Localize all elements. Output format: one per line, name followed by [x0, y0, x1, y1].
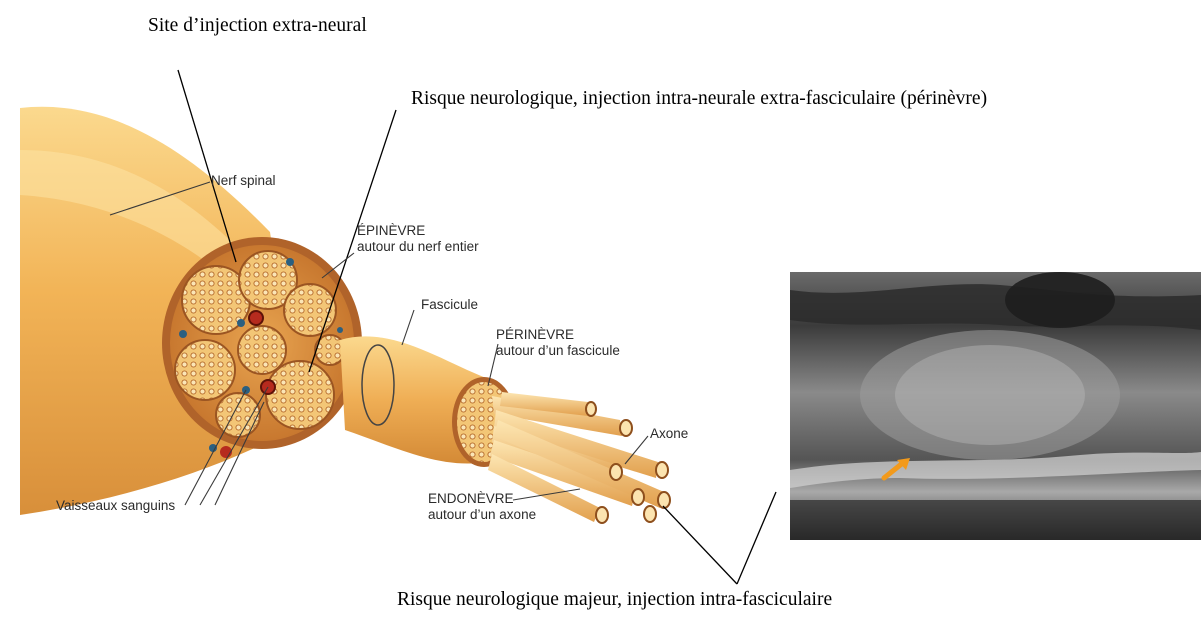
- perinevre-label: PÉRINÈVRE autour d’un fascicule: [496, 327, 620, 359]
- perinevre-subtitle: autour d’un fascicule: [496, 343, 620, 359]
- endonevre-title: ENDONÈVRE: [428, 491, 536, 507]
- intra-fascicular-pointer-left: [663, 506, 737, 584]
- endonevre-label: ENDONÈVRE autour d’un axone: [428, 491, 536, 523]
- fascicule-label: Fascicule: [421, 297, 478, 313]
- epinevre-label: ÉPINÈVRE autour du nerf entier: [357, 223, 479, 255]
- intra-fascicular-caption: Risque neurologique majeur, injection in…: [397, 590, 832, 610]
- perinevre-title: PÉRINÈVRE: [496, 327, 620, 343]
- intra-neural-caption: Risque neurologique, injection intra-neu…: [411, 89, 987, 109]
- ultrasound-image: [790, 272, 1201, 540]
- epinevre-title: ÉPINÈVRE: [357, 223, 479, 239]
- epinevre-subtitle: autour du nerf entier: [357, 239, 479, 255]
- axone-label: Axone: [650, 426, 688, 442]
- extra-neural-caption: Site d’injection extra-neural: [148, 16, 367, 36]
- intra-fascicular-pointer-right: [737, 492, 776, 584]
- endonevre-subtitle: autour d’un axone: [428, 507, 536, 523]
- nerve-illustration: [20, 107, 670, 523]
- fascicule-leader: [402, 310, 414, 345]
- nerf-spinal-label: Nerf spinal: [211, 173, 276, 189]
- vaisseaux-label: Vaisseaux sanguins: [56, 498, 175, 514]
